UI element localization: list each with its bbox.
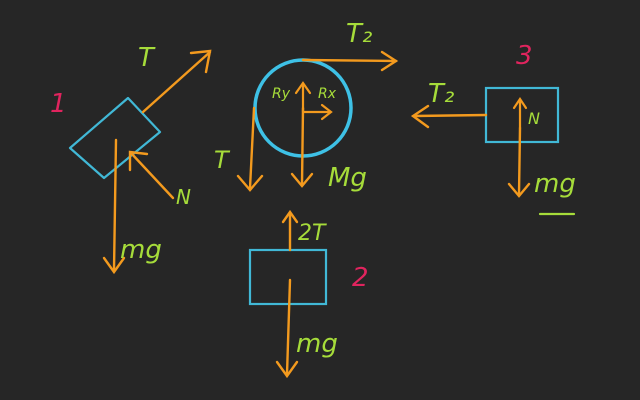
body-3-normal-arrow xyxy=(512,97,528,130)
body-2-weight-arrow xyxy=(275,278,299,379)
pulley-weight-label: Mg xyxy=(328,163,367,193)
body-1-weight-label: mg xyxy=(120,235,162,265)
body-3-tension-label: T₂ xyxy=(428,79,454,109)
body-2-number: 2 xyxy=(352,263,369,293)
body-2-weight-label: mg xyxy=(296,329,338,359)
body-3: 3 T₂ N mg xyxy=(410,41,576,216)
body-2-tension-label: 2T xyxy=(298,221,327,246)
body-2: 2 2T mg xyxy=(248,209,369,379)
pulley-tension-left-label: T xyxy=(214,146,231,174)
pulley-reaction-x-label: Rx xyxy=(318,86,337,102)
body-3-normal-label: N xyxy=(528,109,540,128)
body-3-weight-label: mg xyxy=(534,169,576,199)
body-1-block xyxy=(68,96,162,180)
body-1-tension-label: T xyxy=(138,43,156,73)
pulley: T₂ T Ry Rx Mg xyxy=(214,19,399,193)
body-3-tension-arrow xyxy=(410,104,488,129)
pulley-weight-arrow xyxy=(290,106,314,188)
pulley-reaction-y-arrow xyxy=(294,81,312,114)
pulley-reaction-y-label: Ry xyxy=(272,86,291,102)
body-1-normal-arrow xyxy=(128,150,175,200)
pulley-reaction-x-arrow xyxy=(301,103,333,121)
body-2-block xyxy=(248,248,328,306)
body-1-number: 1 xyxy=(50,89,67,119)
pulley-tension-top-arrow xyxy=(301,50,399,72)
body-1-tension-arrow xyxy=(141,49,212,114)
pulley-tension-top-label: T₂ xyxy=(346,19,372,49)
body-3-number: 3 xyxy=(516,41,533,71)
pulley-tension-left-arrow xyxy=(236,106,264,192)
body-1-normal-label: N xyxy=(176,185,191,209)
body-2-tension-arrow xyxy=(281,209,299,252)
body-1-weight-arrow xyxy=(102,138,126,275)
body-3-weight-arrow xyxy=(507,126,531,198)
body-1: 1 T N mg xyxy=(50,43,212,275)
